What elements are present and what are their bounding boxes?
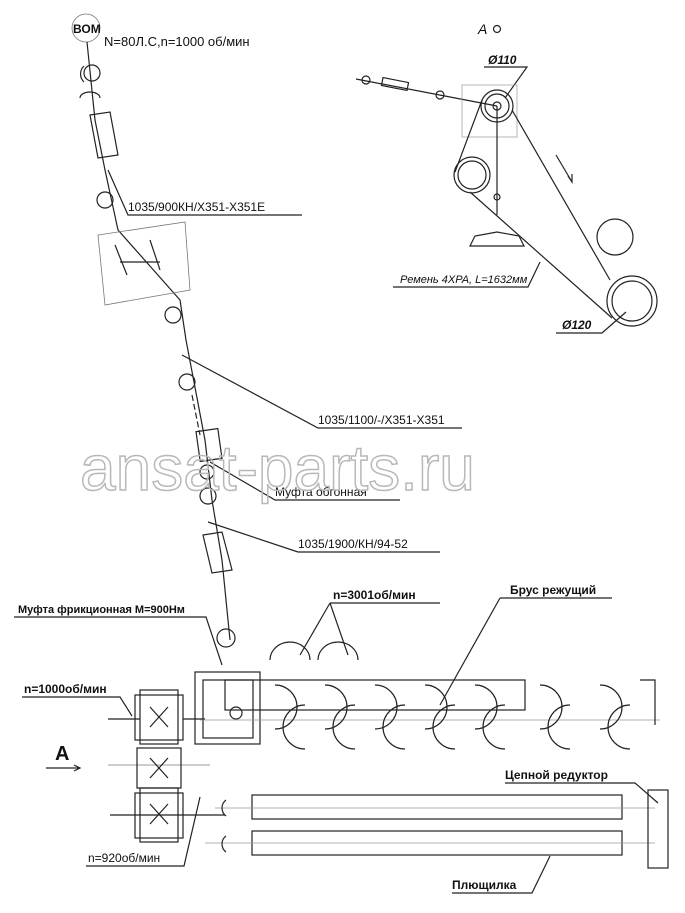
cutter-bar xyxy=(200,641,660,750)
conditioner-rolls xyxy=(205,789,669,869)
cutter-speed-label: n=3001об/мин xyxy=(333,588,416,602)
watermark: ansat-parts.ru xyxy=(80,432,475,504)
gearbox-stack xyxy=(108,671,261,843)
chain-reducer xyxy=(647,789,669,869)
pulley-bottom-label: Ø120 xyxy=(562,318,592,332)
view-a: А Ø110 Ремень 4ХРА, L=1632мм Ø120 xyxy=(355,21,658,334)
shaft1-label: 1035/900КН/Х351-Х351Е xyxy=(128,200,265,214)
leader-lines xyxy=(14,169,659,894)
conditioner-speed-label: n=920об/мин xyxy=(88,851,160,865)
shaft3-label: 1035/1900/КН/94-52 xyxy=(298,537,408,551)
pto-spec: N=80Л.С,n=1000 об/мин xyxy=(104,34,250,49)
pto-circle xyxy=(71,13,101,43)
pto-label: ВОМ xyxy=(73,22,101,36)
view-title: А xyxy=(477,21,487,37)
pulley-top-label: Ø110 xyxy=(488,53,517,67)
shaft2-label: 1035/1100/-/Х351-Х351 xyxy=(318,413,445,427)
view-arrow xyxy=(46,764,82,772)
overrunning-clutch-label: Муфта обгонная xyxy=(275,485,367,499)
chain-reducer-label: Цепной редуктор xyxy=(505,768,608,782)
friction-clutch-label: Муфта фрикционная М=900Нм xyxy=(18,604,185,616)
driveline xyxy=(79,41,236,648)
cutter-bar-label: Брус режущий xyxy=(510,583,596,597)
belt-label: Ремень 4ХРА, L=1632мм xyxy=(400,274,528,286)
view-marker: А xyxy=(55,743,69,765)
conditioner-label: Плющилка xyxy=(452,878,517,892)
input-speed-label: n=1000об/мин xyxy=(24,682,107,696)
